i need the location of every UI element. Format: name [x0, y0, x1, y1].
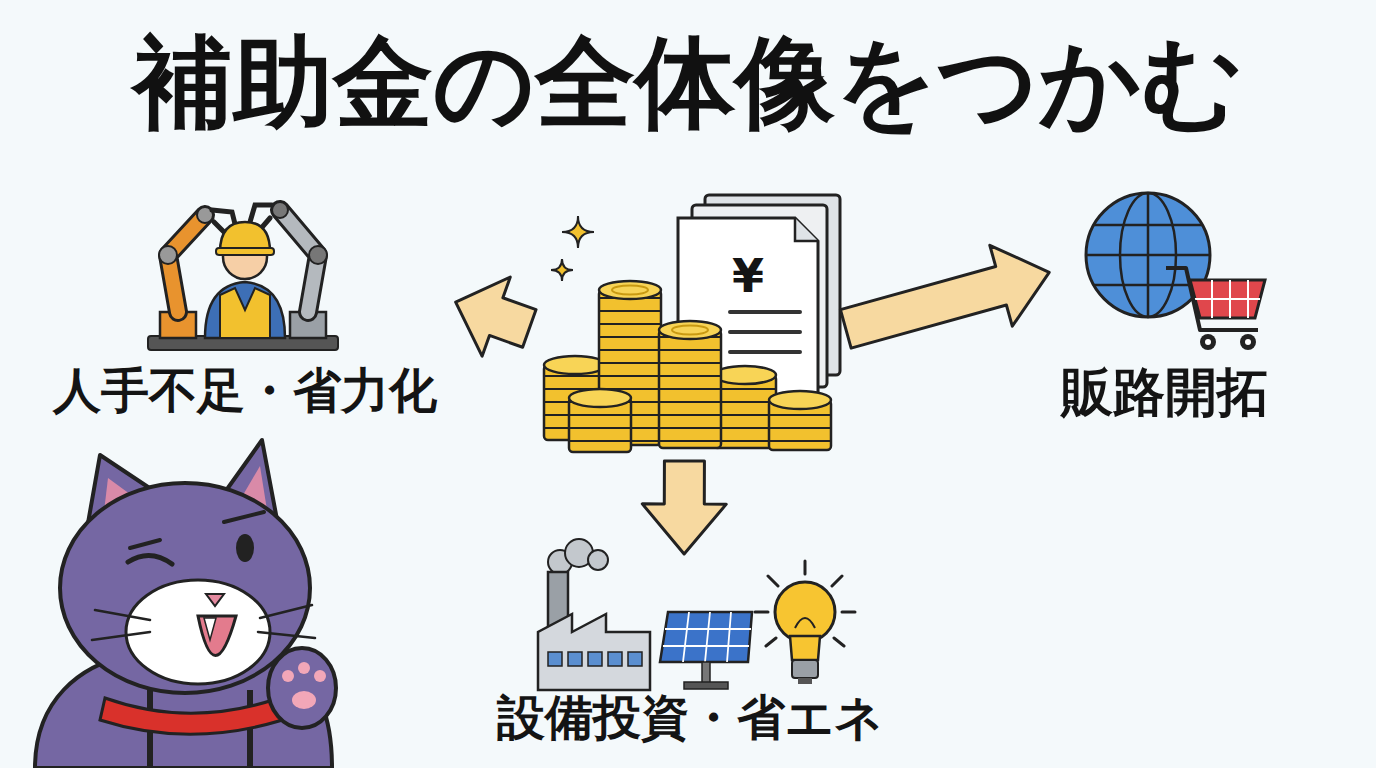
coin-stacks: [569, 389, 631, 407]
coin-stacks: [672, 326, 708, 335]
globe-cart-icon: [1086, 254, 1210, 257]
money-document-icon: [562, 216, 594, 248]
factory-solar-bulb-icon: [798, 678, 812, 684]
factory-solar-bulb-icon: [568, 652, 582, 666]
factory-solar-bulb-icon: [775, 582, 835, 642]
coin-stacks: [659, 330, 721, 448]
coin-stacks: [599, 281, 661, 299]
factory-solar-bulb-icon: [790, 636, 820, 660]
robot-worker-icon: [168, 215, 205, 312]
factory-solar-bulb-icon: [608, 652, 622, 666]
money-document-icon: [730, 312, 800, 352]
coin-stacks: [612, 286, 648, 295]
factory-solar-bulb-icon: [663, 612, 751, 662]
factory-solar-bulb-icon: [588, 652, 602, 666]
money-document-icon: [544, 195, 840, 452]
goal-label: 人手不足・省力化: [40, 363, 450, 418]
robot-worker-icon: [168, 215, 205, 312]
cat-mascot: [92, 605, 315, 640]
factory-solar-bulb-icon: [548, 652, 562, 666]
factory-solar-bulb-icon: [702, 662, 710, 684]
coin-stacks: [544, 356, 606, 374]
cat-mascot: [236, 534, 254, 562]
globe-cart-icon: [1094, 284, 1202, 287]
money-document-icon: [551, 259, 573, 281]
factory-solar-bulb-icon: [792, 660, 818, 678]
cat-mascot: [198, 616, 236, 656]
globe-cart-icon: [1166, 268, 1258, 330]
cat-mascot: [128, 555, 172, 564]
cat-mascot: [224, 512, 264, 522]
goal-label: 販路開拓: [1055, 363, 1275, 423]
block-arrow: [456, 277, 536, 356]
factory-solar-bulb-icon: [755, 561, 855, 646]
factory-solar-bulb-icon: [628, 652, 642, 666]
cat-mascot: [60, 483, 310, 693]
globe-cart-icon: [1245, 339, 1251, 345]
factory-solar-bulb-icon: [684, 682, 728, 689]
robot-worker-icon: [216, 248, 274, 255]
globe-cart-icon: [1200, 334, 1216, 350]
block-arrow: [642, 461, 726, 554]
block-arrow: [840, 245, 1049, 348]
globe-cart-icon: [1190, 280, 1265, 318]
coin-stacks: [659, 321, 721, 339]
factory-solar-bulb-icon: [538, 539, 855, 690]
globe-cart-icon: [1086, 193, 1265, 350]
coin-stacks: [659, 330, 721, 448]
robot-worker-icon: [159, 246, 177, 264]
robot-worker-icon: [220, 288, 270, 338]
diagram-title: 補助金の全体像をつかむ: [0, 28, 1376, 138]
globe-cart-icon: [1194, 280, 1260, 318]
robot-worker-icon: [309, 246, 327, 264]
cat-mascot: [204, 618, 216, 640]
cat-mascot: [298, 662, 310, 674]
cat-mascot: [292, 691, 316, 709]
globe-cart-icon: [1094, 224, 1202, 227]
cat-mascot: [268, 648, 336, 728]
factory-solar-bulb-icon: [538, 614, 650, 690]
cat-mascot: [130, 540, 160, 548]
coin-stacks: [714, 375, 776, 448]
goal-node: 販路開拓: [1055, 185, 1275, 430]
globe-cart-icon: [1240, 334, 1256, 350]
factory-solar-bulb-icon: [588, 550, 608, 570]
goal-label: 設備投資・省エネ: [480, 690, 900, 745]
funding-node: ¥: [535, 190, 840, 455]
goal-node: 人手不足・省力化: [40, 185, 450, 430]
coin-stacks: [769, 391, 831, 409]
coin-stacks: [714, 375, 776, 448]
money-document-icon: [795, 218, 818, 241]
cat-mascot: [206, 594, 224, 606]
cat-mascot: [314, 670, 326, 682]
coin-stacks: [544, 281, 831, 452]
globe-cart-icon: [1205, 339, 1211, 345]
cat-mascot: [35, 440, 336, 768]
goal-node: 設備投資・省エネ: [480, 560, 900, 760]
cat-mascot: [282, 670, 294, 682]
robot-worker-icon: [148, 202, 338, 350]
coin-stacks: [714, 366, 776, 384]
yen-symbol: ¥: [723, 250, 773, 303]
factory-solar-bulb-icon: [660, 612, 752, 662]
factory-solar-bulb-icon: [795, 618, 815, 628]
robot-worker-icon: [205, 282, 285, 338]
